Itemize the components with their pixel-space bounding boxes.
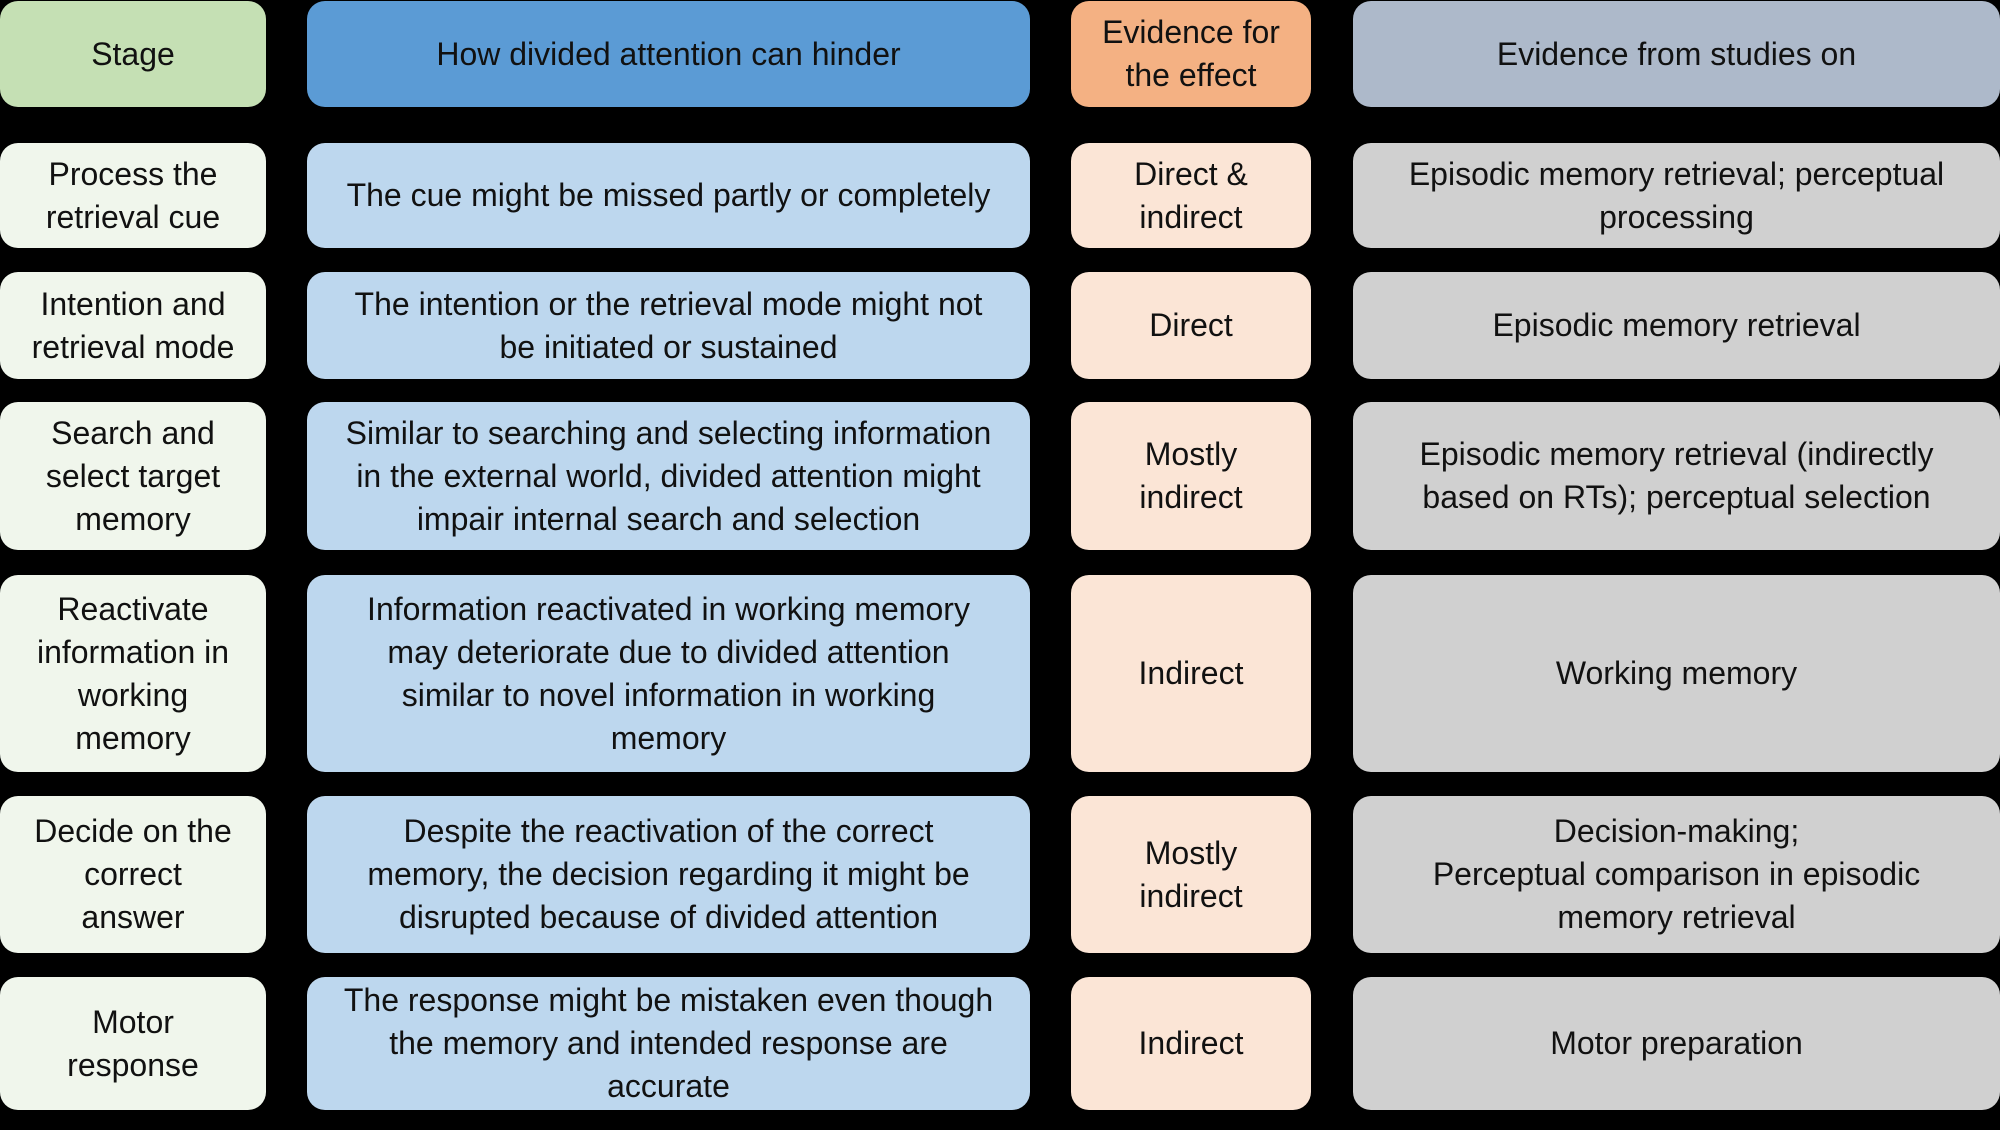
studies-cell: Decision-making; Perceptual comparison i… bbox=[1353, 796, 2000, 953]
evidence-cell: Indirect bbox=[1071, 575, 1311, 772]
hinder-cell: Similar to searching and selecting infor… bbox=[307, 402, 1030, 550]
hinder-cell: The cue might be missed partly or comple… bbox=[307, 143, 1030, 248]
studies-cell: Episodic memory retrieval bbox=[1353, 272, 2000, 379]
header-how-divided-attention-can-hinder: How divided attention can hinder bbox=[307, 1, 1030, 107]
stage-cell: Process the retrieval cue bbox=[0, 143, 266, 248]
hinder-cell: Despite the reactivation of the correct … bbox=[307, 796, 1030, 953]
header-evidence-for-effect: Evidence for the effect bbox=[1071, 1, 1311, 107]
studies-cell: Episodic memory retrieval (indirectly ba… bbox=[1353, 402, 2000, 550]
stage-cell: Intention and retrieval mode bbox=[0, 272, 266, 379]
studies-cell: Episodic memory retrieval; perceptual pr… bbox=[1353, 143, 2000, 248]
evidence-cell: Mostly indirect bbox=[1071, 402, 1311, 550]
studies-cell: Motor preparation bbox=[1353, 977, 2000, 1110]
studies-cell: Working memory bbox=[1353, 575, 2000, 772]
evidence-cell: Indirect bbox=[1071, 977, 1311, 1110]
stage-cell: Decide on the correct answer bbox=[0, 796, 266, 953]
hinder-cell: Information reactivated in working memor… bbox=[307, 575, 1030, 772]
header-stage: Stage bbox=[0, 1, 266, 107]
hinder-cell: The response might be mistaken even thou… bbox=[307, 977, 1030, 1110]
stage-cell: Reactivate information in working memory bbox=[0, 575, 266, 772]
header-evidence-from-studies: Evidence from studies on bbox=[1353, 1, 2000, 107]
stage-cell: Motor response bbox=[0, 977, 266, 1110]
evidence-cell: Direct bbox=[1071, 272, 1311, 379]
evidence-cell: Direct & indirect bbox=[1071, 143, 1311, 248]
stage-cell: Search and select target memory bbox=[0, 402, 266, 550]
evidence-cell: Mostly indirect bbox=[1071, 796, 1311, 953]
hinder-cell: The intention or the retrieval mode migh… bbox=[307, 272, 1030, 379]
